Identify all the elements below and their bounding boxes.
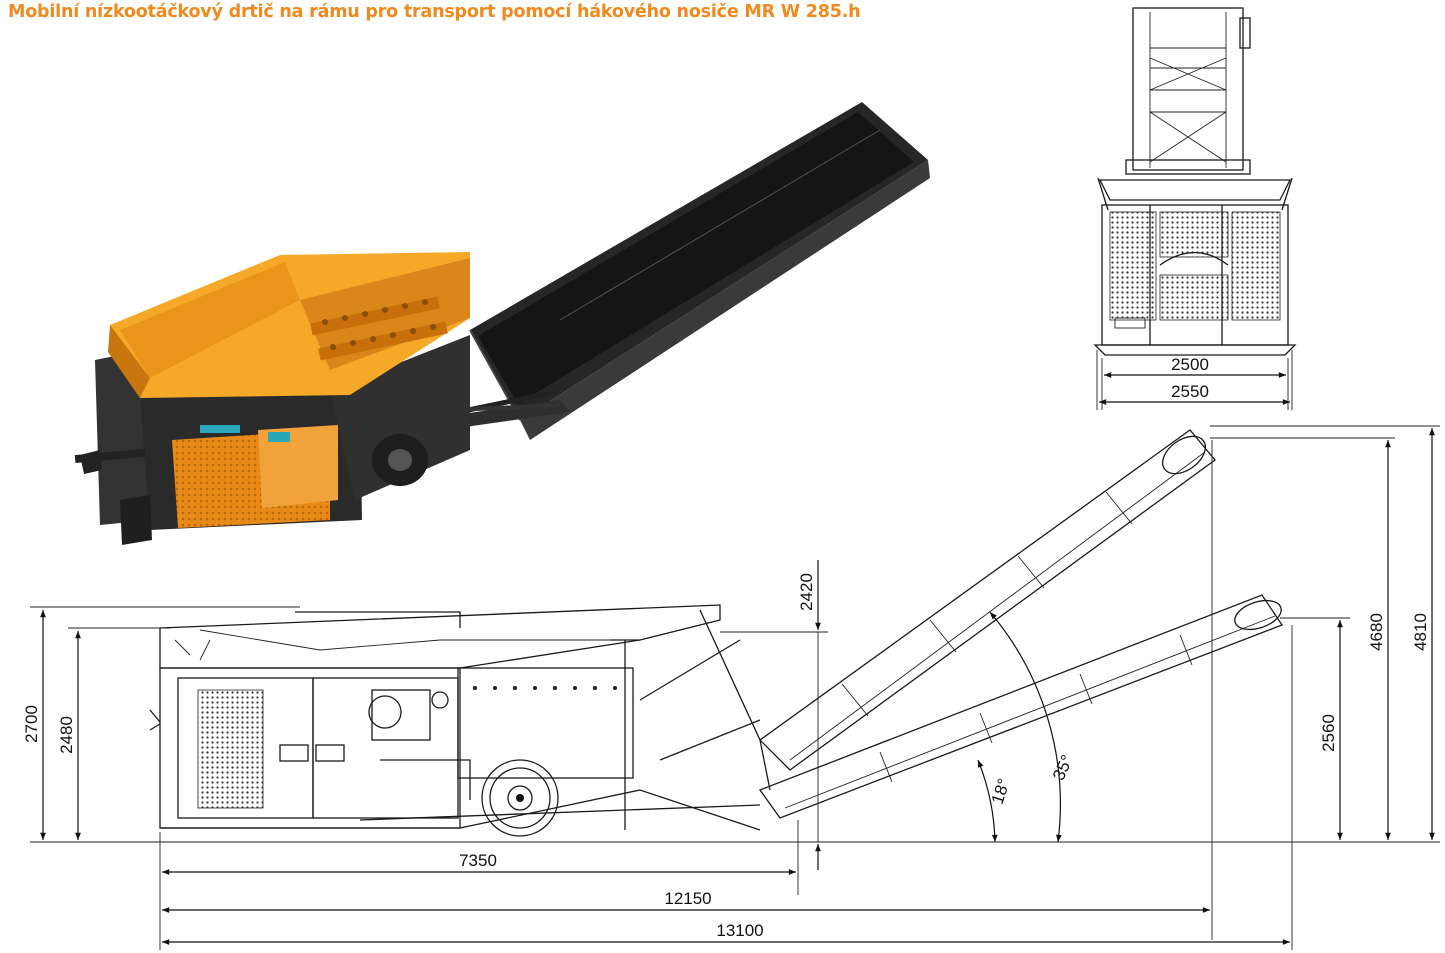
dim-length-body: 7350 [459,851,497,870]
dim-length-min-conveyor: 12150 [664,889,711,908]
angle-high-label: 35° [1049,752,1077,783]
dim-height-hopper: 2480 [57,716,76,754]
angle-low-label: 18° [988,776,1014,806]
side-view-drawing: 18° 35° 2700 2480 2420 2560 4680 4810 7 [22,425,1440,950]
dim-height-total: 2700 [22,705,41,743]
dim-height-low-conveyor: 2560 [1319,714,1338,752]
dim-height-high-conveyor-a: 4680 [1367,613,1386,651]
machine-render-3d [74,102,930,545]
front-view-drawing: 2500 2550 [1093,7,1297,410]
dim-front-inner-width: 2500 [1171,355,1209,374]
dim-height-high-conveyor-b: 4810 [1411,613,1430,651]
dim-length-max-conveyor: 13100 [716,921,763,940]
dim-hopper-top-offset: 2420 [797,573,816,611]
page-title: Mobilní nízkootáčkový drtič na rámu pro … [8,2,861,22]
dim-front-outer-width: 2550 [1171,382,1209,401]
